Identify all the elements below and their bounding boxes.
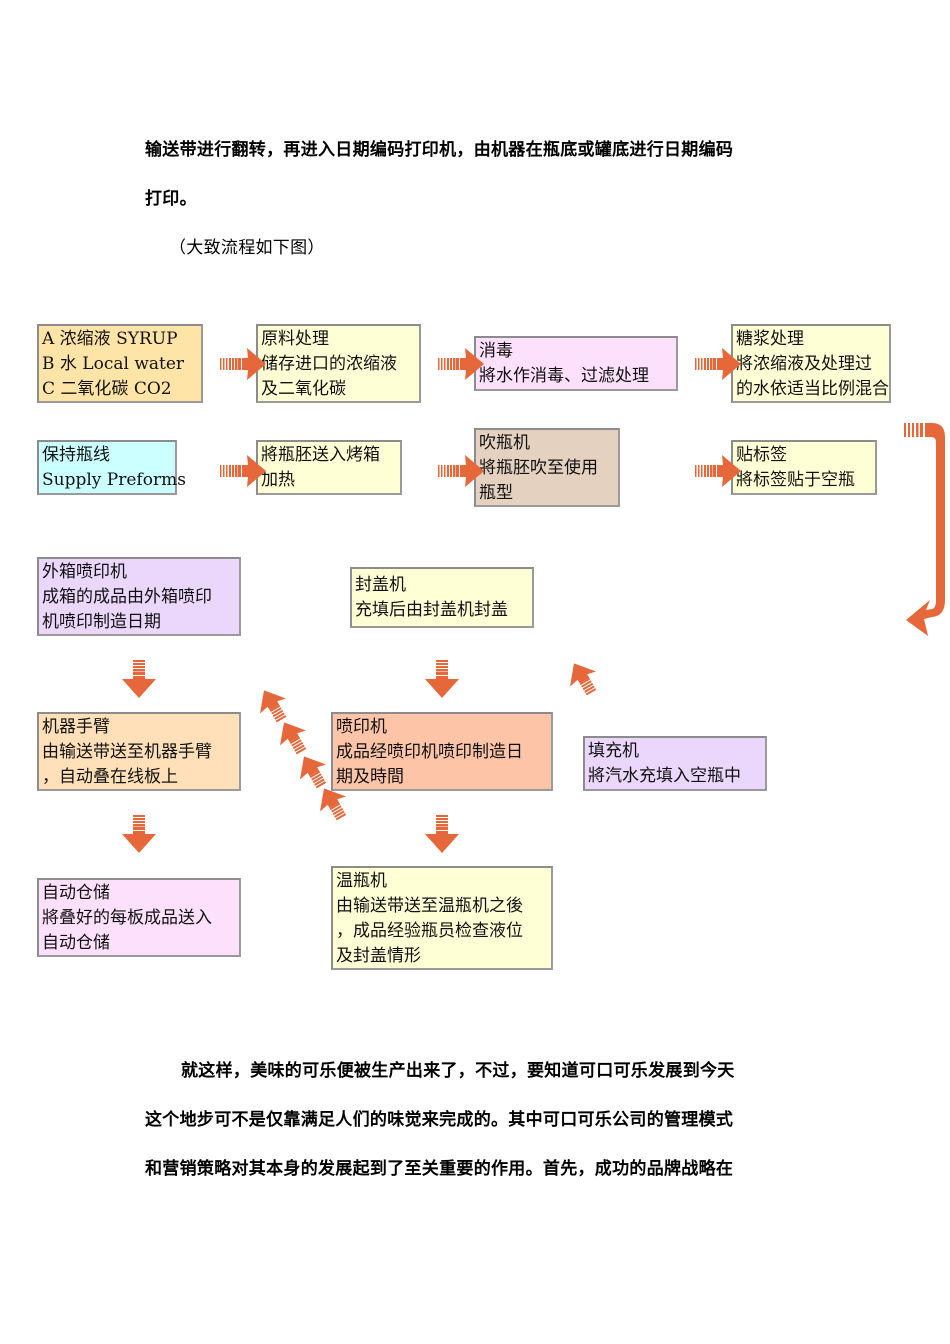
box-oven: 將瓶胚送入烤箱 加热 [256, 440, 402, 495]
box-line: 由输送带送至温瓶机之後 [336, 896, 523, 916]
box-line: 將瓶胚吹至使用 [479, 458, 598, 478]
arrow-down-icon [122, 815, 156, 855]
box-line: 机喷印制造日期 [42, 612, 161, 632]
box-line: 將瓶胚送入烤箱 [261, 445, 380, 465]
arrow-right-icon [220, 455, 266, 487]
box-line: 保持瓶线 [42, 445, 110, 465]
box-line: 消毒 [479, 341, 513, 361]
arrow-right-icon [695, 455, 741, 487]
box-line: 糖浆处理 [736, 329, 804, 349]
box-line: 將叠好的每板成品送入 [42, 908, 212, 928]
box-line: 封盖机 [355, 575, 406, 595]
box-line: 及二氧化碳 [261, 379, 346, 399]
arrow-right-icon [695, 348, 741, 380]
box-blow-molding: 吹瓶机 將瓶胚吹至使用 瓶型 [474, 428, 620, 507]
arrow-right-icon [438, 348, 484, 380]
box-line: 储存进口的浓缩液 [261, 354, 397, 374]
box-line: 原料处理 [261, 329, 329, 349]
box-line: 自动仓储 [42, 883, 110, 903]
box-line: 机器手臂 [42, 717, 110, 737]
box-raw-processing: 原料处理 储存进口的浓缩液 及二氧化碳 [256, 324, 421, 403]
arrow-down-icon [425, 660, 459, 700]
box-line: C 二氧化碳 CO2 [42, 379, 172, 399]
u-turn-arrow-icon [904, 420, 950, 650]
box-line: 將浓缩液及处理过 [736, 354, 872, 374]
box-line: 將汽水充填入空瓶中 [588, 766, 741, 786]
box-line: 填充机 [588, 741, 639, 761]
box-line: 加热 [261, 470, 295, 490]
bottom-paragraph-line-2: 这个地步可不是仅靠满足人们的味觉来完成的。其中可口可乐公司的管理模式 [145, 1110, 734, 1130]
box-warmer: 温瓶机 由输送带送至温瓶机之後 ，成品经验瓶员检查液位 及封盖情形 [331, 866, 553, 970]
box-ingredients: A 浓缩液 SYRUP B 水 Local water C 二氧化碳 CO2 [37, 324, 203, 403]
box-line: 將标签贴于空瓶 [736, 470, 855, 490]
box-line: 的水依适当比例混合 [736, 379, 889, 399]
box-line: ，成品经验瓶员检查液位 [336, 921, 523, 941]
box-carton-printer: 外箱喷印机 成箱的成品由外箱喷印 机喷印制造日期 [37, 557, 241, 636]
box-robot-arm: 机器手臂 由输送带送至机器手臂 ，自动叠在线板上 [37, 712, 241, 791]
arrow-down-icon [122, 660, 156, 700]
box-labeling: 贴标签 將标签贴于空瓶 [731, 440, 877, 495]
box-line: ，自动叠在线板上 [42, 767, 178, 787]
arrow-right-icon [438, 455, 484, 487]
box-line: 成品经喷印机喷印制造日 [336, 742, 523, 762]
box-line: 及封盖情形 [336, 946, 421, 966]
box-line: 充填后由封盖机封盖 [355, 600, 508, 620]
box-line: 瓶型 [479, 483, 513, 503]
arrow-up-left-icon [566, 659, 600, 699]
box-line: 温瓶机 [336, 871, 387, 891]
box-inkjet-printer: 喷印机 成品经喷印机喷印制造日 期及時間 [331, 712, 553, 791]
box-capping: 封盖机 充填后由封盖机封盖 [350, 567, 534, 628]
bottom-paragraph-line-1: 就这样，美味的可乐便被生产出来了，不过，要知道可口可乐发展到今天 [181, 1061, 735, 1081]
box-line: A 浓缩液 SYRUP [42, 329, 178, 349]
box-syrup-processing: 糖浆处理 將浓缩液及处理过 的水依适当比例混合 [731, 324, 891, 403]
top-paragraph: 输送带进行翻转，再进入日期编码打印机，由机器在瓶底或罐底进行日期编码 打印。 （… [145, 126, 815, 273]
arrow-down-icon [425, 815, 459, 855]
box-line: Supply Preforms [42, 470, 186, 490]
flowchart-caption: （大致流程如下图） [169, 238, 325, 258]
top-paragraph-line-1: 输送带进行翻转，再进入日期编码打印机，由机器在瓶底或罐底进行日期编码 [145, 140, 734, 160]
arrow-up-left-icon [316, 784, 350, 824]
box-auto-storage: 自动仓储 將叠好的每板成品送入 自动仓储 [37, 878, 241, 957]
box-disinfection: 消毒 將水作消毒、过滤处理 [474, 336, 678, 391]
box-line: 自动仓储 [42, 933, 110, 953]
box-preforms: 保持瓶线 Supply Preforms [37, 440, 186, 495]
box-line: 外箱喷印机 [42, 562, 127, 582]
box-line: B 水 Local water [42, 354, 185, 374]
arrow-up-left-icon [256, 686, 290, 726]
box-filling: 填充机 將汽水充填入空瓶中 [583, 736, 767, 791]
box-line: 贴标签 [736, 445, 787, 465]
arrow-up-left-icon [296, 752, 330, 792]
box-line: 喷印机 [336, 717, 387, 737]
top-paragraph-line-2: 打印。 [145, 189, 197, 209]
bottom-paragraph-line-3: 和营销策略对其本身的发展起到了至关重要的作用。首先，成功的品牌战略在 [145, 1159, 734, 1179]
box-line: 成箱的成品由外箱喷印 [42, 587, 212, 607]
box-line: 將水作消毒、过滤处理 [479, 366, 649, 386]
arrow-up-left-icon [276, 718, 310, 758]
bottom-paragraph: 就这样，美味的可乐便被生产出来了，不过，要知道可口可乐发展到今天 这个地步可不是… [145, 1047, 815, 1194]
box-line: 吹瓶机 [479, 433, 530, 453]
box-line: 期及時間 [336, 767, 404, 787]
box-line: 由输送带送至机器手臂 [42, 742, 212, 762]
arrow-right-icon [220, 348, 266, 380]
